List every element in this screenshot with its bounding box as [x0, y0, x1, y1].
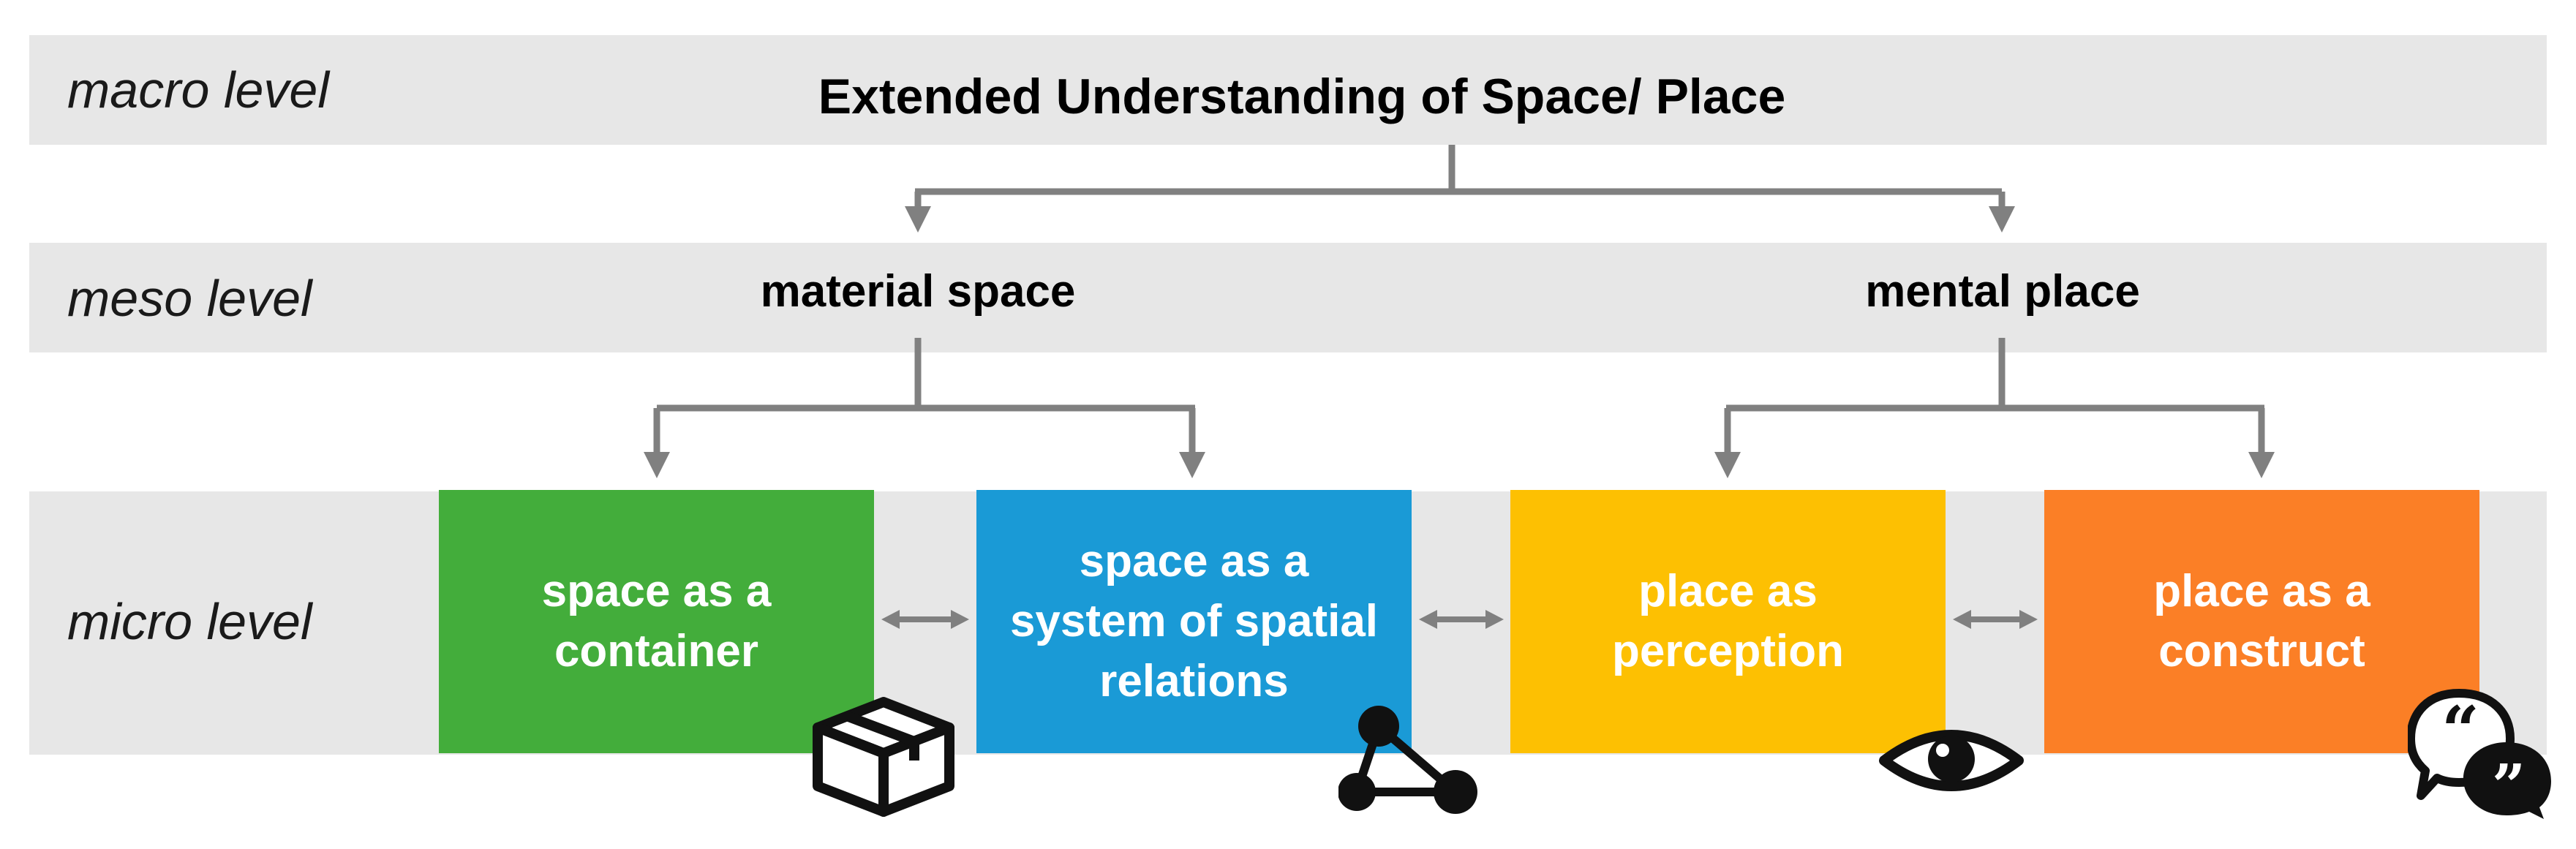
meso-level-band — [29, 243, 2547, 352]
meso-mental-place: mental place — [1865, 266, 2140, 317]
network-triangle-icon — [1338, 706, 1477, 814]
double-arrows — [881, 610, 2038, 629]
meso-material-space: material space — [760, 266, 1076, 317]
box-space-as-container: space as a container — [439, 490, 874, 753]
box-place-as-construct: place as a construct — [2044, 490, 2479, 753]
macro-title: Extended Understanding of Space/ Place — [818, 69, 1786, 124]
eye-icon — [1879, 730, 2024, 791]
box-space-as-system-of-relations-text: space as a system of spatial relations — [1009, 536, 1379, 706]
box-place-as-perception: place as perception — [1510, 490, 1946, 753]
macro-level-band — [29, 35, 2547, 145]
double-arrow-2 — [1419, 610, 1504, 629]
quote-mark-glyph-2: ” — [2492, 751, 2526, 819]
box-space-as-system-of-relations: space as a system of spatial relations — [976, 490, 1412, 753]
macro-level-label: macro level — [67, 61, 329, 118]
micro-level-label: micro level — [67, 593, 312, 650]
double-arrow-1 — [881, 610, 969, 629]
box-icon — [813, 697, 954, 817]
speech-bubbles-icon: “ ” — [2408, 689, 2551, 819]
box-place-as-construct-text: place as a construct — [2153, 566, 2370, 676]
box-space-as-container-text: space as a container — [541, 566, 772, 676]
double-arrow-3 — [1953, 610, 2038, 629]
box-place-as-perception-text: place as perception — [1612, 566, 1844, 676]
meso-level-label: meso level — [67, 270, 312, 327]
